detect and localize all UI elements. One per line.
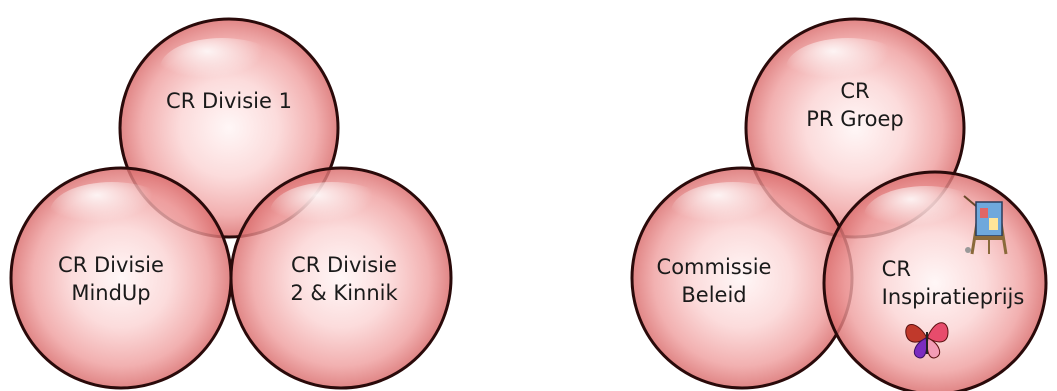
venn-diagram-1 bbox=[9, 17, 453, 390]
circle-cr-divisie-2-kinnik bbox=[229, 166, 453, 390]
label-line: CR Divisie bbox=[291, 253, 397, 277]
label-line: CR bbox=[840, 79, 870, 103]
venn-diagram-2 bbox=[630, 17, 1048, 391]
label-cr-inspiratieprijs: CR Inspiratieprijs bbox=[882, 255, 1025, 311]
label-commissie-beleid: Commissie Beleid bbox=[657, 253, 772, 309]
label-cr-divisie-mindup: CR Divisie MindUp bbox=[58, 251, 164, 307]
label-line: CR Divisie 1 bbox=[166, 89, 292, 113]
label-line: MindUp bbox=[71, 281, 151, 305]
label-line: PR Groep bbox=[806, 107, 904, 131]
label-cr-divisie-2-kinnik: CR Divisie 2 & Kinnik bbox=[290, 251, 397, 307]
label-line: Inspiratieprijs bbox=[881, 285, 1025, 309]
label-cr-divisie-1: CR Divisie 1 bbox=[166, 87, 292, 115]
label-line: CR bbox=[881, 257, 911, 281]
butterfly-icon bbox=[905, 322, 949, 359]
label-line: 2 & Kinnik bbox=[290, 281, 398, 305]
label-cr-pr-groep: CR PR Groep bbox=[806, 77, 903, 133]
circle-commissie-beleid bbox=[630, 166, 854, 390]
label-line: Commissie bbox=[656, 255, 772, 279]
label-line: Beleid bbox=[681, 283, 747, 307]
easel-painting-icon bbox=[963, 195, 1008, 255]
label-line: CR Divisie bbox=[58, 253, 164, 277]
circle-cr-divisie-mindup bbox=[9, 166, 233, 390]
